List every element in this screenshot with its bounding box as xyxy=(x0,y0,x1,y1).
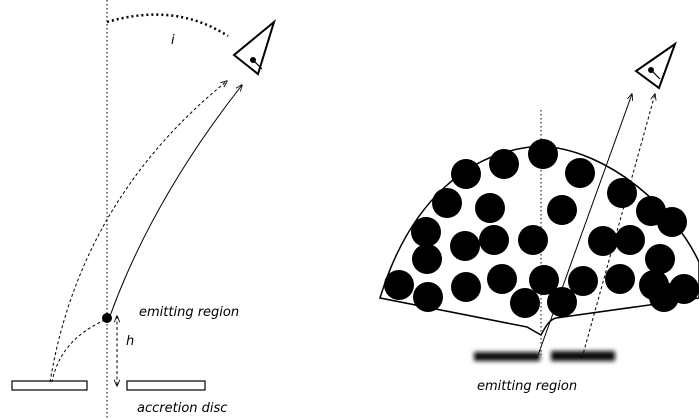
observer-eye-icon xyxy=(234,22,274,74)
cloud xyxy=(489,149,519,179)
cloud xyxy=(412,244,442,274)
emitting-region-label-right: emitting region xyxy=(477,379,577,394)
accretion-disc-left xyxy=(12,381,87,390)
accretion-disc-label: accretion disc xyxy=(137,401,227,416)
cloud xyxy=(479,225,509,255)
inclination-label: i xyxy=(171,33,175,48)
cloud xyxy=(605,264,635,294)
cloud xyxy=(451,159,481,189)
cloud xyxy=(657,207,687,237)
right-panel: emitting region xyxy=(380,44,699,394)
reflected-ray-arrow-right xyxy=(582,94,655,358)
accretion-disc-right xyxy=(127,381,205,390)
cloud xyxy=(615,225,645,255)
height-label: h xyxy=(126,334,134,349)
left-panel: i emitting region h accretion disc xyxy=(12,0,274,419)
cloud xyxy=(432,188,462,218)
inclination-arc xyxy=(107,15,228,36)
cloud xyxy=(413,282,443,312)
cloud xyxy=(607,178,637,208)
emitting-region-dot xyxy=(102,313,112,323)
cloud xyxy=(547,195,577,225)
cloud xyxy=(528,139,558,169)
cloud xyxy=(411,217,441,247)
cloud xyxy=(547,287,577,317)
cloud xyxy=(565,158,595,188)
cloud-group xyxy=(384,139,699,318)
cloud xyxy=(518,225,548,255)
cloud xyxy=(510,288,540,318)
direct-ray-arrow-right xyxy=(537,94,632,358)
emitting-region-label-left: emitting region xyxy=(139,305,239,320)
cloud xyxy=(475,193,505,223)
cloud xyxy=(588,226,618,256)
cloud xyxy=(384,270,414,300)
cloud xyxy=(451,272,481,302)
observer-eye-icon-right xyxy=(636,44,675,88)
blurred-emitting-region xyxy=(474,351,615,361)
reflected-ray-arrow xyxy=(50,81,227,382)
cloud xyxy=(645,244,675,274)
cloud xyxy=(487,264,517,294)
direct-ray-arrow xyxy=(110,85,242,316)
disc-illumination-ray xyxy=(52,320,105,382)
cloud xyxy=(649,282,679,312)
cloud xyxy=(450,231,480,261)
